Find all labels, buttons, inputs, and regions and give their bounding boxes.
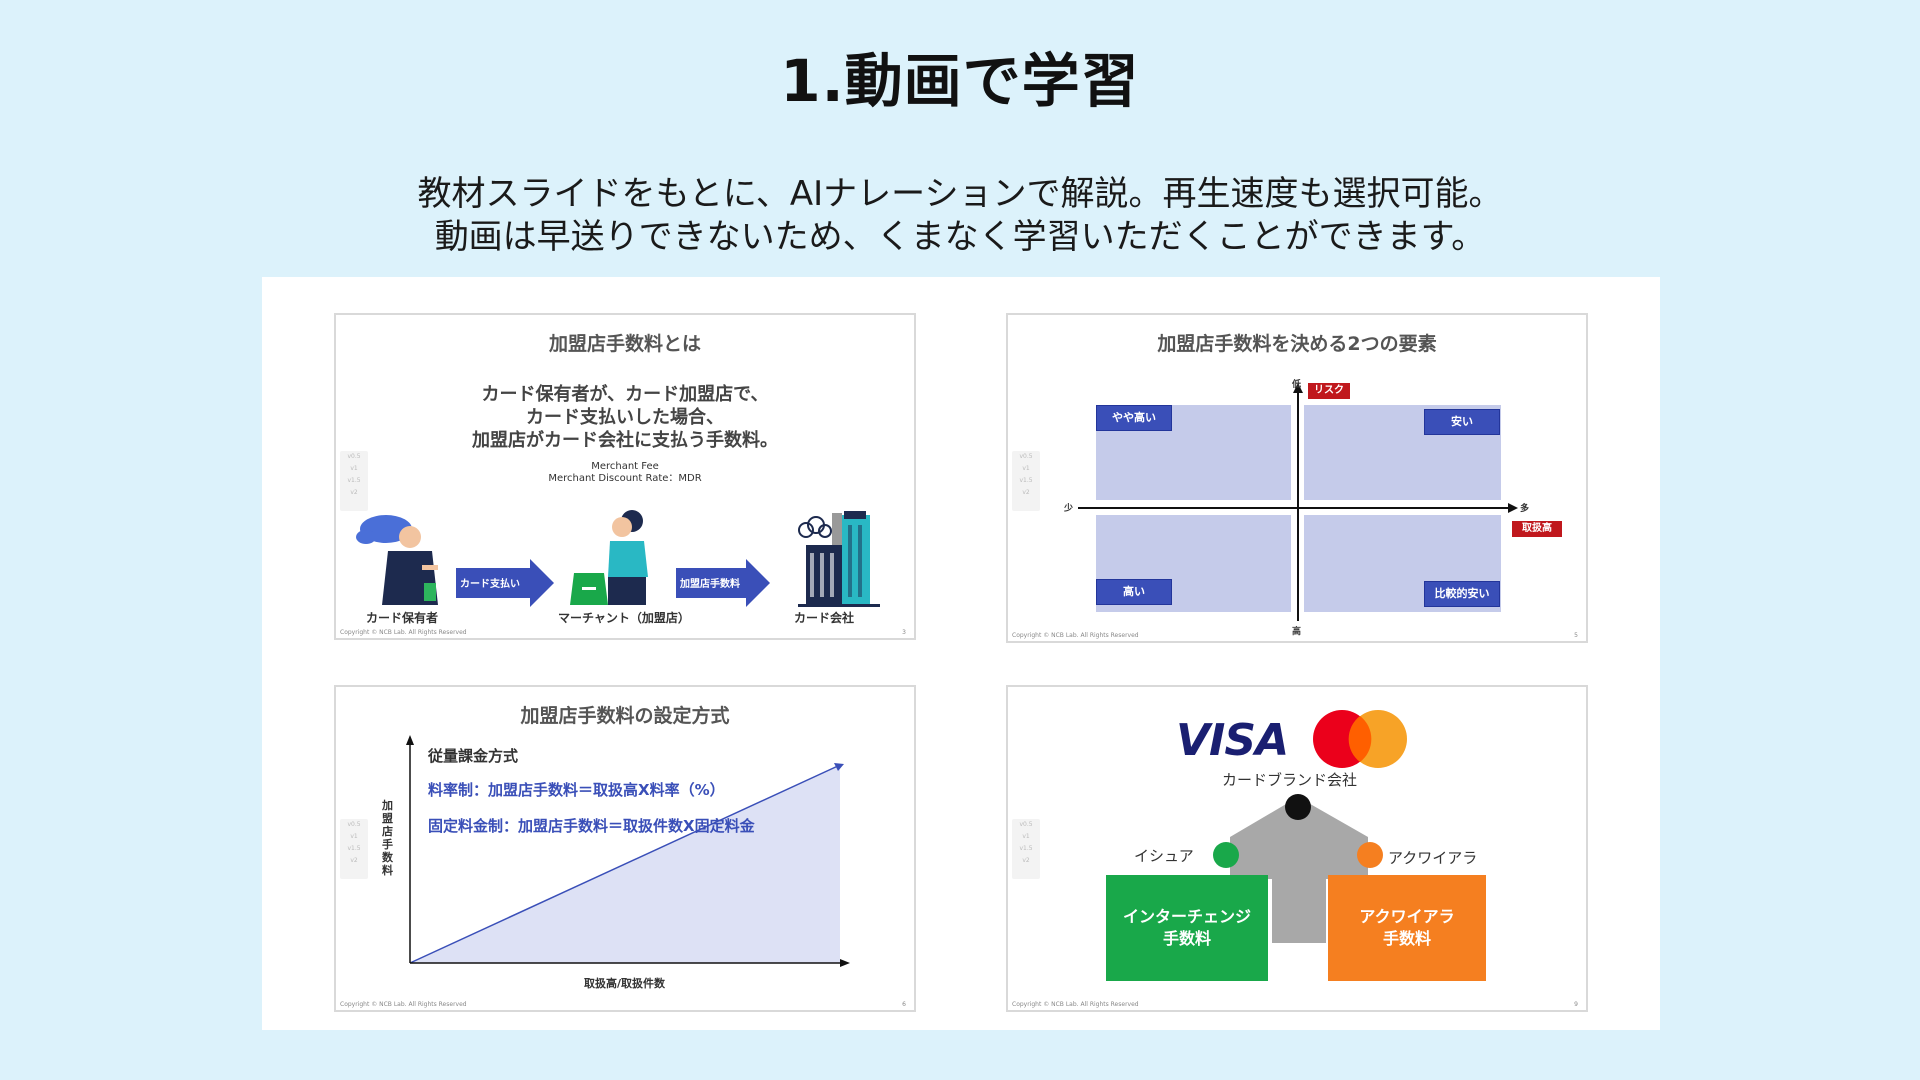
english-term-line: Merchant Discount Rate：MDR [548, 473, 702, 484]
slide-title: 加盟店手数料を決める2つの要素 [1157, 333, 1437, 355]
slide-title: 加盟店手数料とは [548, 333, 701, 355]
version-tab: v1 [350, 465, 358, 472]
axis-label-left: 少 [1064, 504, 1074, 514]
page-number: 3 [902, 629, 906, 636]
version-tab: v1 [350, 833, 358, 840]
definition-line: カード保有者が、カード加盟店で、 [481, 384, 769, 405]
risk-tag: リスク [1308, 383, 1350, 399]
subtitle-line-2: 動画は早送りできないため、くまなく学習いただくことができます。 [434, 217, 1486, 257]
brand-node [1285, 794, 1311, 820]
page-title: 1.動画で学習 [780, 47, 1140, 115]
version-tab: v2 [1022, 489, 1030, 496]
page-number: 5 [1574, 632, 1578, 639]
version-tab: v2 [350, 857, 358, 864]
arrow-icon [834, 763, 844, 771]
quadrant-label: 高い [1096, 579, 1172, 605]
version-tab: v1.5 [347, 477, 361, 484]
actor-label: カード保有者 [366, 611, 439, 625]
version-tabs: v0.5 v1 v1.5 v2 [1012, 819, 1040, 879]
quadrant-label: やや高い [1096, 405, 1172, 431]
slide-merchant-fee-definition: 加盟店手数料とは v0.5 v1 v1.5 v2 カード保有者が、カード加盟店で… [334, 313, 916, 640]
version-tab: v0.5 [347, 821, 361, 828]
version-tab: v1.5 [347, 845, 361, 852]
arrow-icon [456, 559, 554, 607]
version-tab: v1 [1022, 465, 1030, 472]
formula-fixed: 固定料金制：加盟店手数料＝取扱件数X固定料金 [428, 817, 755, 835]
box-line: 手数料 [1162, 929, 1211, 948]
version-tab: v1.5 [1019, 477, 1033, 484]
version-tab: v0.5 [1019, 821, 1033, 828]
axis-label-right: 多 [1520, 504, 1530, 514]
flow-illustration [356, 510, 880, 607]
axis-label-bottom: 高 [1292, 627, 1302, 637]
slides-panel: 加盟店手数料とは v0.5 v1 v1.5 v2 カード保有者が、カード加盟店で… [262, 277, 1660, 1030]
box-line: インターチェンジ [1122, 907, 1251, 926]
english-term: Merchant Fee Merchant Discount Rate：MDR [336, 461, 914, 485]
merchant-illustration [570, 510, 648, 605]
arrow-icon [840, 959, 850, 967]
formula-rate: 料率制：加盟店手数料＝取扱高X料率（%） [428, 781, 725, 799]
method-heading: 従量課金方式 [428, 747, 519, 765]
actor-label: マーチャント（加盟店） [558, 611, 690, 625]
y-axis-label: 加盟店手数料 [382, 799, 393, 877]
cardholder-illustration [356, 515, 438, 605]
house-shape [1230, 797, 1368, 943]
version-tab: v0.5 [1019, 453, 1033, 460]
definition-line: カード支払いした場合、 [526, 407, 724, 428]
acquirer-fee-box: アクワイアラ 手数料 [1328, 875, 1486, 981]
quadrant-label: 安い [1424, 409, 1500, 435]
copyright: Copyright © NCB Lab. All Rights Reserved [1012, 632, 1139, 639]
version-tab: v0.5 [347, 453, 361, 460]
visa-logo: VISA [1176, 715, 1289, 766]
fee-line [409, 764, 841, 964]
building-icon [798, 511, 880, 607]
version-tabs: v0.5 v1 v1.5 v2 [1012, 451, 1040, 511]
definition-line: 加盟店がカード会社に支払う手数料。 [472, 430, 778, 451]
version-tab: v1 [1022, 833, 1030, 840]
interchange-fee-box: インターチェンジ 手数料 [1106, 875, 1268, 981]
version-tab: v2 [350, 489, 358, 496]
slide-card-brand-structure: v0.5 v1 v1.5 v2 VISA カードブランド会社 イシュア アクワイ… [1006, 685, 1588, 1012]
acquirer-node [1357, 842, 1383, 868]
box-line: 手数料 [1382, 929, 1431, 948]
version-tab: v2 [1022, 857, 1030, 864]
issuer-node [1213, 842, 1239, 868]
slide-fee-setting-method: 加盟店手数料の設定方式 v0.5 v1 v1.5 v2 従量課金方式 料率制：加… [334, 685, 916, 1012]
actor-label: カード会社 [794, 611, 855, 625]
axis-label-top: 低 [1292, 380, 1302, 390]
brand-label: カードブランド会社 [1222, 771, 1358, 789]
arrow-icon [676, 559, 770, 607]
english-term-line: Merchant Fee [591, 461, 659, 472]
fee-structure-diagram [1213, 710, 1407, 943]
version-tabs: v0.5 v1 v1.5 v2 [340, 451, 368, 511]
subtitle-line-1: 教材スライドをもとに、AIナレーションで解説。再生速度も選択可能。 [417, 174, 1503, 214]
issuer-label: イシュア [1134, 847, 1194, 865]
slide-title: 加盟店手数料の設定方式 [520, 705, 730, 727]
page-number: 9 [1574, 1001, 1578, 1008]
version-tabs: v0.5 v1 v1.5 v2 [340, 819, 368, 879]
page-number: 6 [902, 1001, 906, 1008]
acquirer-label: アクワイアラ [1388, 849, 1478, 867]
slide-two-factors: 加盟店手数料を決める2つの要素 v0.5 v1 v1.5 v2 低 高 少 多 … [1006, 313, 1588, 643]
version-tab: v1.5 [1019, 845, 1033, 852]
copyright: Copyright © NCB Lab. All Rights Reserved [340, 1001, 467, 1008]
quadrant-label: 比較的安い [1424, 581, 1500, 607]
copyright: Copyright © NCB Lab. All Rights Reserved [1012, 1001, 1139, 1008]
arrow-label: カード支払い [460, 579, 520, 590]
arrow-icon [406, 735, 414, 745]
x-axis-label: 取扱高/取扱件数 [584, 977, 666, 990]
arrow-label: 加盟店手数料 [680, 579, 740, 590]
mastercard-logo [1313, 710, 1407, 768]
volume-tag: 取扱高 [1512, 521, 1562, 537]
definition-text: カード保有者が、カード加盟店で、 カード支払いした場合、 加盟店がカード会社に支… [336, 383, 914, 452]
axes [1078, 383, 1518, 621]
copyright: Copyright © NCB Lab. All Rights Reserved [340, 629, 467, 636]
box-line: アクワイアラ [1359, 907, 1455, 926]
fee-growth-chart [406, 735, 850, 967]
